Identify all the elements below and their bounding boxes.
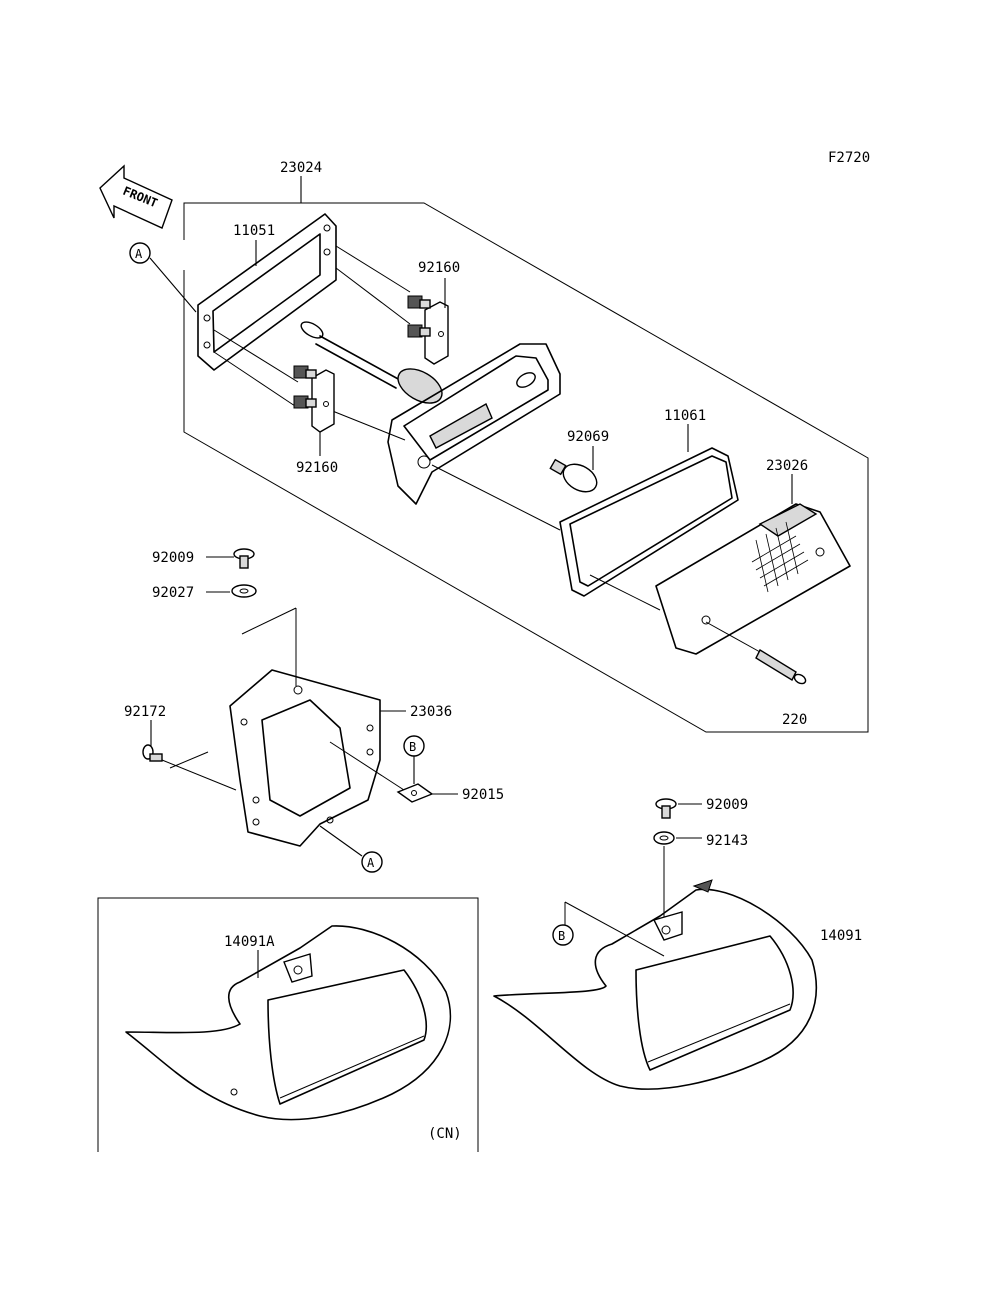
part-housing [387,343,561,505]
part-washer-92027 [206,584,257,598]
ref-a-top-text: A [135,247,143,261]
label-92143: 92143 [706,833,748,849]
alignment-lines [213,245,661,611]
label-92172: 92172 [124,704,166,720]
part-lens-gasket [559,424,739,597]
label-11061: 11061 [664,408,706,424]
label-14091a: 14091A [224,934,275,950]
variant-label-cn: (CN) [428,1126,462,1142]
label-14091: 14091 [820,928,862,944]
label-92009-cover: 92009 [706,797,748,813]
label-11051: 11051 [233,223,275,239]
front-arrow-icon: FRONT [99,164,173,229]
part-bulb-wire [300,321,443,404]
part-cover-14091a [125,925,452,1121]
part-screw-220 [705,621,807,685]
part-bulb-92069 [549,446,598,493]
part-screw-92009-cover [655,798,702,819]
label-92009-top: 92009 [152,550,194,566]
label-92015: 92015 [462,787,504,803]
label-220: 220 [782,712,807,728]
part-socket-upper [407,278,449,365]
part-nut-clip-92015 [329,741,458,803]
part-screw-92009-top [206,548,255,569]
part-bracket [229,607,406,847]
assembly-outline [183,176,869,733]
ref-circle-a-top: A [129,242,197,313]
label-92027: 92027 [152,585,194,601]
ref-a-bottom-text: A [367,856,375,870]
ref-circle-b-cover: B [552,901,665,957]
variant-box-cn [97,897,479,1152]
part-socket-lower [293,365,335,456]
label-92069: 92069 [567,429,609,445]
part-base-gasket [197,213,337,371]
part-cover-14091 [493,879,818,1090]
part-washer-92143 [653,831,702,922]
label-92160-lower: 92160 [296,460,338,476]
label-23024: 23024 [280,160,322,176]
part-lens [655,474,851,655]
ref-b-cover-text: B [558,929,565,943]
label-23026: 23026 [766,458,808,474]
figure-code: F2720 [828,150,870,166]
ref-b-clip-text: B [409,740,416,754]
ref-circle-b-clip: B [403,735,425,784]
label-23036: 23036 [410,704,452,720]
part-screw-92172 [142,720,237,791]
ref-circle-a-bottom: A [319,825,383,873]
label-92160-upper: 92160 [418,260,460,276]
